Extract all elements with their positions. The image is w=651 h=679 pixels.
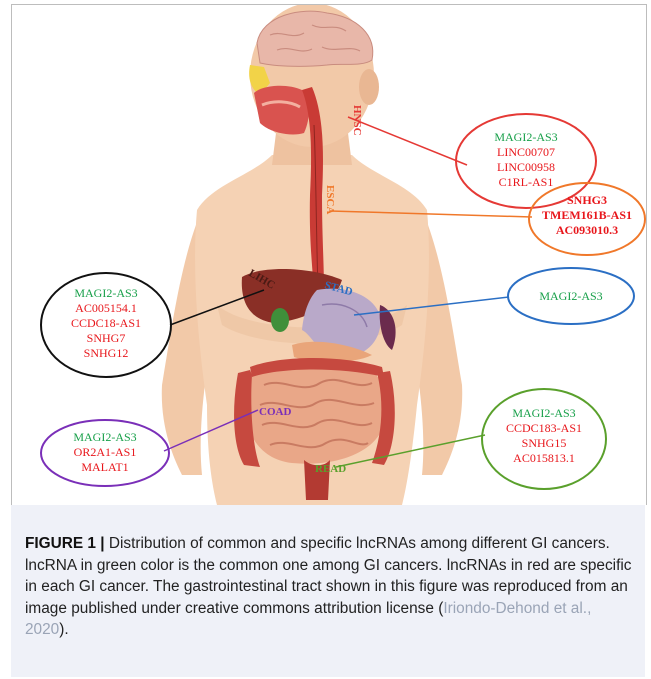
lihc-specific-lncrna: AC005154.1: [75, 301, 137, 315]
coad-label: COAD: [259, 406, 291, 418]
gi-tract-diagram: HNSC ESCA LIHC STAD COAD READ MAGI2-AS3 …: [12, 5, 646, 505]
hnsc-common-lncrna: MAGI2-AS3: [494, 130, 557, 144]
hnsc-specific-lncrna: LINC00958: [497, 160, 555, 174]
esca-specific-lncrna: SNHG3: [567, 193, 607, 207]
read-specific-lncrna: AC015813.1: [513, 451, 575, 465]
coad-specific-lncrna: OR2A1-AS1: [74, 445, 137, 459]
hnsc-label: HNSC: [351, 105, 363, 136]
lihc-specific-lncrna: CCDC18-AS1: [71, 316, 141, 330]
caption-text: FIGURE 1 | Distribution of common and sp…: [25, 533, 635, 641]
stad-common-lncrna: MAGI2-AS3: [539, 289, 602, 303]
hnsc-connector: [348, 117, 467, 165]
caption-end: ).: [59, 621, 68, 638]
read-common-lncrna: MAGI2-AS3: [512, 406, 575, 420]
figure-label: FIGURE 1 |: [25, 535, 105, 552]
lihc-specific-lncrna: SNHG7: [87, 331, 126, 345]
figure-caption: FIGURE 1 | Distribution of common and sp…: [11, 505, 645, 677]
read-specific-lncrna: SNHG15: [522, 436, 567, 450]
lihc-common-lncrna: MAGI2-AS3: [74, 286, 137, 300]
read-label: READ: [315, 463, 346, 475]
figure-panel: HNSC ESCA LIHC STAD COAD READ MAGI2-AS3 …: [11, 4, 647, 505]
read-specific-lncrna: CCDC183-AS1: [506, 421, 582, 435]
coad-specific-lncrna: MALAT1: [81, 460, 128, 474]
esca-label: ESCA: [324, 185, 336, 214]
esca-specific-lncrna: AC093010.3: [556, 223, 618, 237]
hnsc-specific-lncrna: LINC00707: [497, 145, 555, 159]
hnsc-specific-lncrna: C1RL-AS1: [499, 175, 554, 189]
esca-specific-lncrna: TMEM161B-AS1: [542, 208, 632, 222]
coad-common-lncrna: MAGI2-AS3: [73, 430, 136, 444]
lihc-specific-lncrna: SNHG12: [84, 346, 129, 360]
